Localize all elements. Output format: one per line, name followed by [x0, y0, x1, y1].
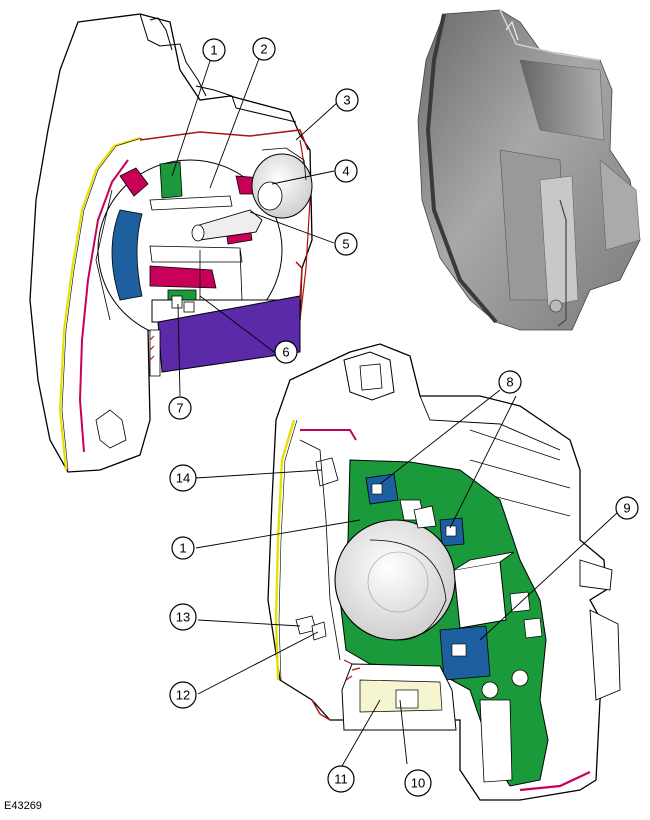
rear-yellow-seal: [274, 419, 296, 681]
callout-13: 13: [169, 603, 197, 631]
leader-lines: [171, 55, 619, 767]
callout-7-label: 7: [176, 401, 183, 416]
callout-13-label: 13: [176, 610, 190, 625]
callout-14: 14: [169, 464, 197, 492]
callout-10-label: 10: [411, 776, 425, 791]
projector-lens: [334, 519, 456, 641]
callout-9: 9: [615, 496, 639, 520]
callout-10: 10: [404, 769, 432, 797]
callout-14-label: 14: [176, 471, 190, 486]
callout-1-bottom: 1: [171, 536, 195, 560]
yellow-seal: [58, 136, 141, 471]
cutaway-headlamp: [29, 13, 313, 473]
callout-3: 3: [335, 88, 359, 112]
purple-base: [157, 295, 301, 373]
top-bracket: [139, 13, 207, 97]
callout-1-label: 1: [210, 43, 217, 58]
figure-reference-code: E43269: [4, 800, 42, 812]
callout-2-label: 2: [260, 42, 267, 57]
callout-6-label: 6: [282, 345, 289, 360]
callout-4-label: 4: [342, 164, 349, 179]
rear-view-headlamp: [267, 343, 621, 801]
projector-cap: [251, 153, 313, 219]
rendered-headlamp: [417, 9, 641, 331]
callout-12-label: 12: [176, 688, 190, 703]
callout-12: 12: [169, 681, 197, 709]
callout-8-label: 8: [506, 375, 513, 390]
callout-8: 8: [498, 370, 522, 394]
magenta-trim: [78, 159, 129, 453]
callout-11-label: 11: [334, 772, 348, 787]
callout-6: 6: [274, 340, 298, 364]
callout-4: 4: [334, 159, 358, 183]
shutter-magenta: [149, 265, 217, 289]
callout-5: 5: [334, 232, 358, 256]
callout-5-label: 5: [342, 237, 349, 252]
callout-9-label: 9: [623, 501, 630, 516]
ballast: [453, 561, 507, 629]
callout-3-label: 3: [343, 93, 350, 108]
callout-2: 2: [252, 37, 276, 61]
callout-1-bottom-label: 1: [179, 541, 186, 556]
callout-11: 11: [327, 765, 355, 793]
callout-7: 7: [168, 396, 192, 420]
callout-1-top: 1: [202, 38, 226, 62]
